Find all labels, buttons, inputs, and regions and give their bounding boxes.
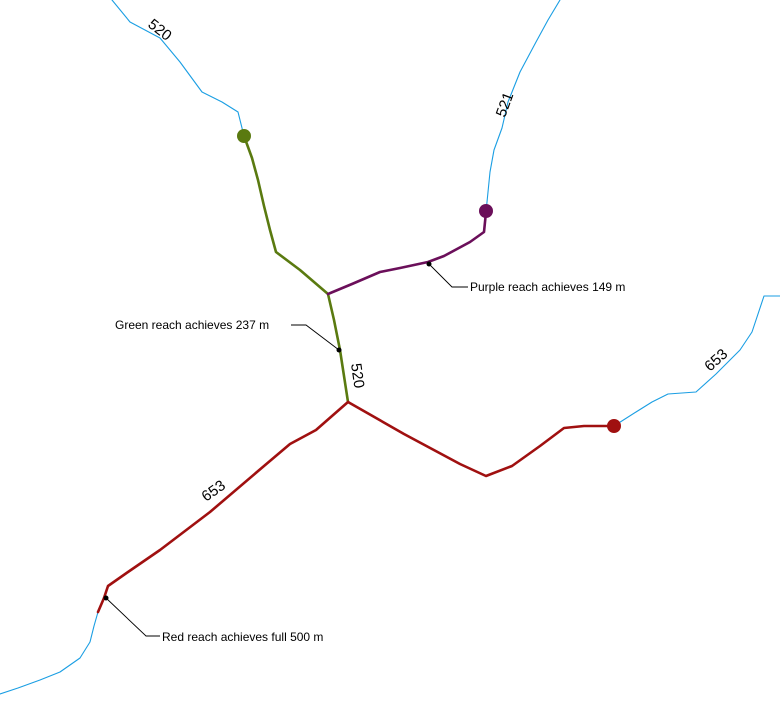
green-callout-text: Green reach achieves 237 m bbox=[115, 318, 269, 332]
purple-reach-line bbox=[326, 210, 488, 296]
red-reach-line-southwest bbox=[96, 400, 350, 614]
stream-653-lower bbox=[0, 611, 99, 695]
red-callout-text: Red reach achieves full 500 m bbox=[162, 630, 323, 644]
green-reach-line bbox=[242, 134, 350, 404]
purple-callout: Purple reach achieves 149 m bbox=[426, 261, 625, 294]
green-start-point[interactable] bbox=[237, 129, 251, 143]
route-label-521: 521 bbox=[493, 90, 518, 119]
route-label-520-center: 520 bbox=[347, 362, 367, 389]
purple-start-point[interactable] bbox=[479, 204, 493, 218]
purple-callout-text: Purple reach achieves 149 m bbox=[470, 280, 625, 294]
stream-521-upper bbox=[485, 0, 561, 213]
red-callout: Red reach achieves full 500 m bbox=[103, 595, 323, 644]
stream-520-upper bbox=[111, 0, 245, 137]
route-label-520-top: 520 bbox=[145, 16, 175, 45]
purple-callout-leader bbox=[428, 263, 468, 288]
green-callout-leader bbox=[291, 324, 340, 351]
red-start-point[interactable] bbox=[607, 419, 621, 433]
route-label-653-right: 653 bbox=[701, 346, 731, 375]
stream-653-right bbox=[613, 295, 780, 427]
red-reach-line bbox=[346, 400, 616, 478]
red-callout-leader bbox=[105, 597, 160, 637]
green-callout: Green reach achieves 237 m bbox=[115, 318, 342, 353]
